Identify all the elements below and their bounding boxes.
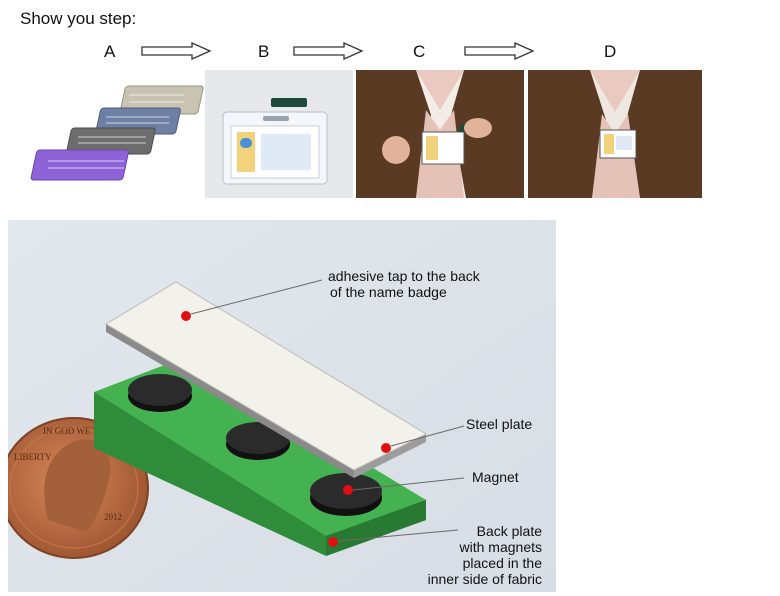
callout-magnet: Magnet — [472, 469, 519, 485]
callout-adhesive: adhesive tap to the back of the name bad… — [328, 268, 480, 300]
callout-back-plate: Back plate with magnets placed in the in… — [427, 523, 542, 587]
page-title: Show you step: — [20, 9, 137, 28]
coin-liberty-text: LIBERTY — [14, 452, 52, 462]
magnet-badge-diagram: IN GOD WE TRUST LIBERTY 2012 — [8, 220, 556, 592]
step-label-a: A — [104, 42, 116, 61]
marker-back-plate — [328, 537, 338, 547]
step-label-c: C — [413, 42, 426, 61]
callout-steel-plate: Steel plate — [466, 416, 533, 432]
step-b-badge-image — [205, 70, 353, 198]
arrow-right-icon — [464, 42, 535, 60]
coin-year-text: 2012 — [104, 512, 122, 522]
step-label-b: B — [258, 42, 270, 61]
steel-plate — [105, 281, 428, 478]
marker-adhesive — [181, 311, 191, 321]
marker-magnet — [343, 485, 353, 495]
arrow-right-icon — [293, 42, 364, 60]
step-c-attach-image — [356, 70, 524, 198]
marker-steel-plate — [381, 443, 391, 453]
arrow-right-icon — [141, 42, 212, 60]
step-d-worn-image — [528, 70, 702, 198]
coin-motto-text: IN GOD WE TRUST — [43, 426, 121, 436]
step-a-badges-image — [14, 70, 204, 198]
step-label-d: D — [604, 42, 617, 61]
